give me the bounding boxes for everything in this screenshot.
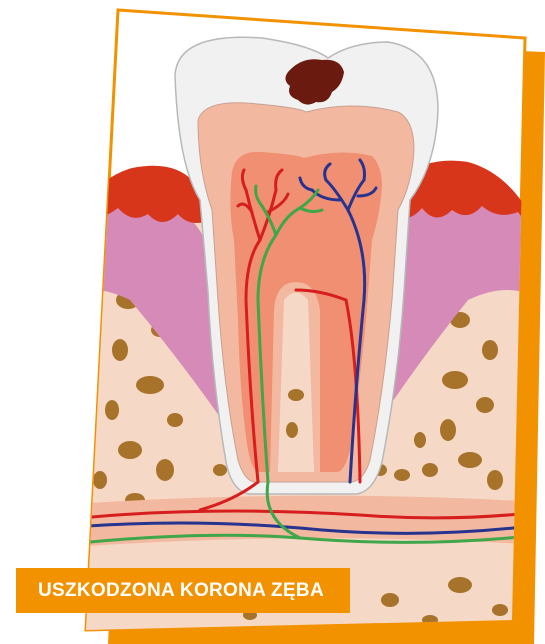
bone-spot-root-gap-2 (286, 422, 298, 438)
caption-banner: USZKODZONA KORONA ZĘBA (16, 568, 350, 613)
root-gap (278, 293, 314, 473)
bone-spot-root-gap (288, 389, 304, 401)
caption-text: USZKODZONA KORONA ZĘBA (38, 580, 324, 602)
